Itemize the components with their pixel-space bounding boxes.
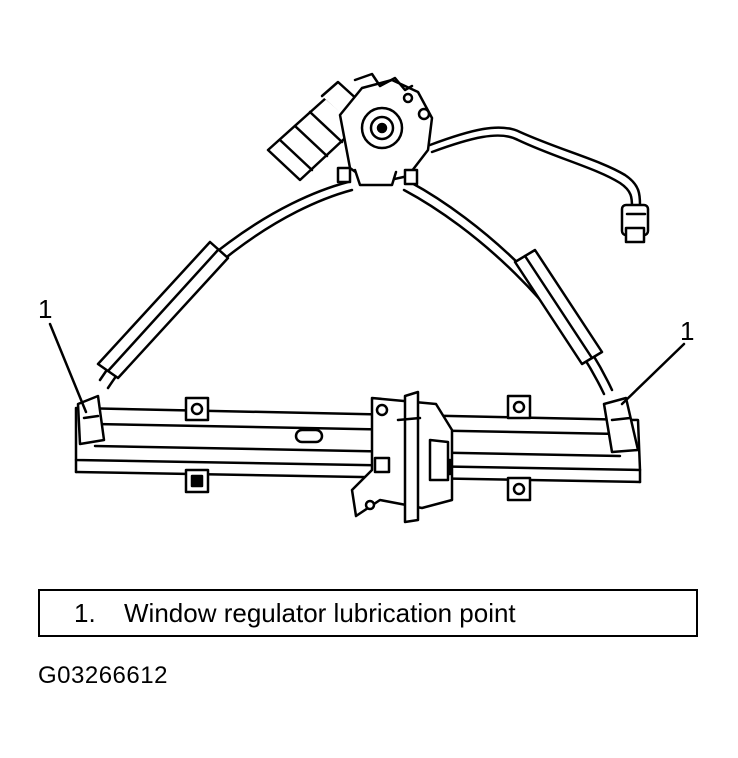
wiring-harness xyxy=(428,126,650,244)
lift-carriage xyxy=(350,390,454,524)
legend-box: 1. Window regulator lubrication point xyxy=(38,589,698,637)
mounting-tab-bottom-left xyxy=(184,468,210,494)
callout-leader-right xyxy=(620,342,686,406)
cable-sleeve-right xyxy=(513,248,604,366)
window-regulator-diagram xyxy=(48,72,686,524)
legend-item-text: Window regulator lubrication point xyxy=(124,597,516,628)
regulator-rail xyxy=(74,406,642,484)
figure-id: G03266612 xyxy=(38,662,168,689)
motor-assembly xyxy=(266,72,434,187)
mounting-tab-top-left xyxy=(184,396,210,422)
callout-leader-left xyxy=(48,322,88,414)
cable-sleeve-left xyxy=(96,240,230,380)
mounting-tab-bottom-right xyxy=(506,476,532,502)
callout-label-right: 1 xyxy=(680,316,695,346)
mounting-tab-top-right xyxy=(506,394,532,420)
lubrication-point-right xyxy=(602,396,640,454)
callout-label-left: 1 xyxy=(38,294,53,324)
legend-item-number: 1. xyxy=(74,597,96,628)
